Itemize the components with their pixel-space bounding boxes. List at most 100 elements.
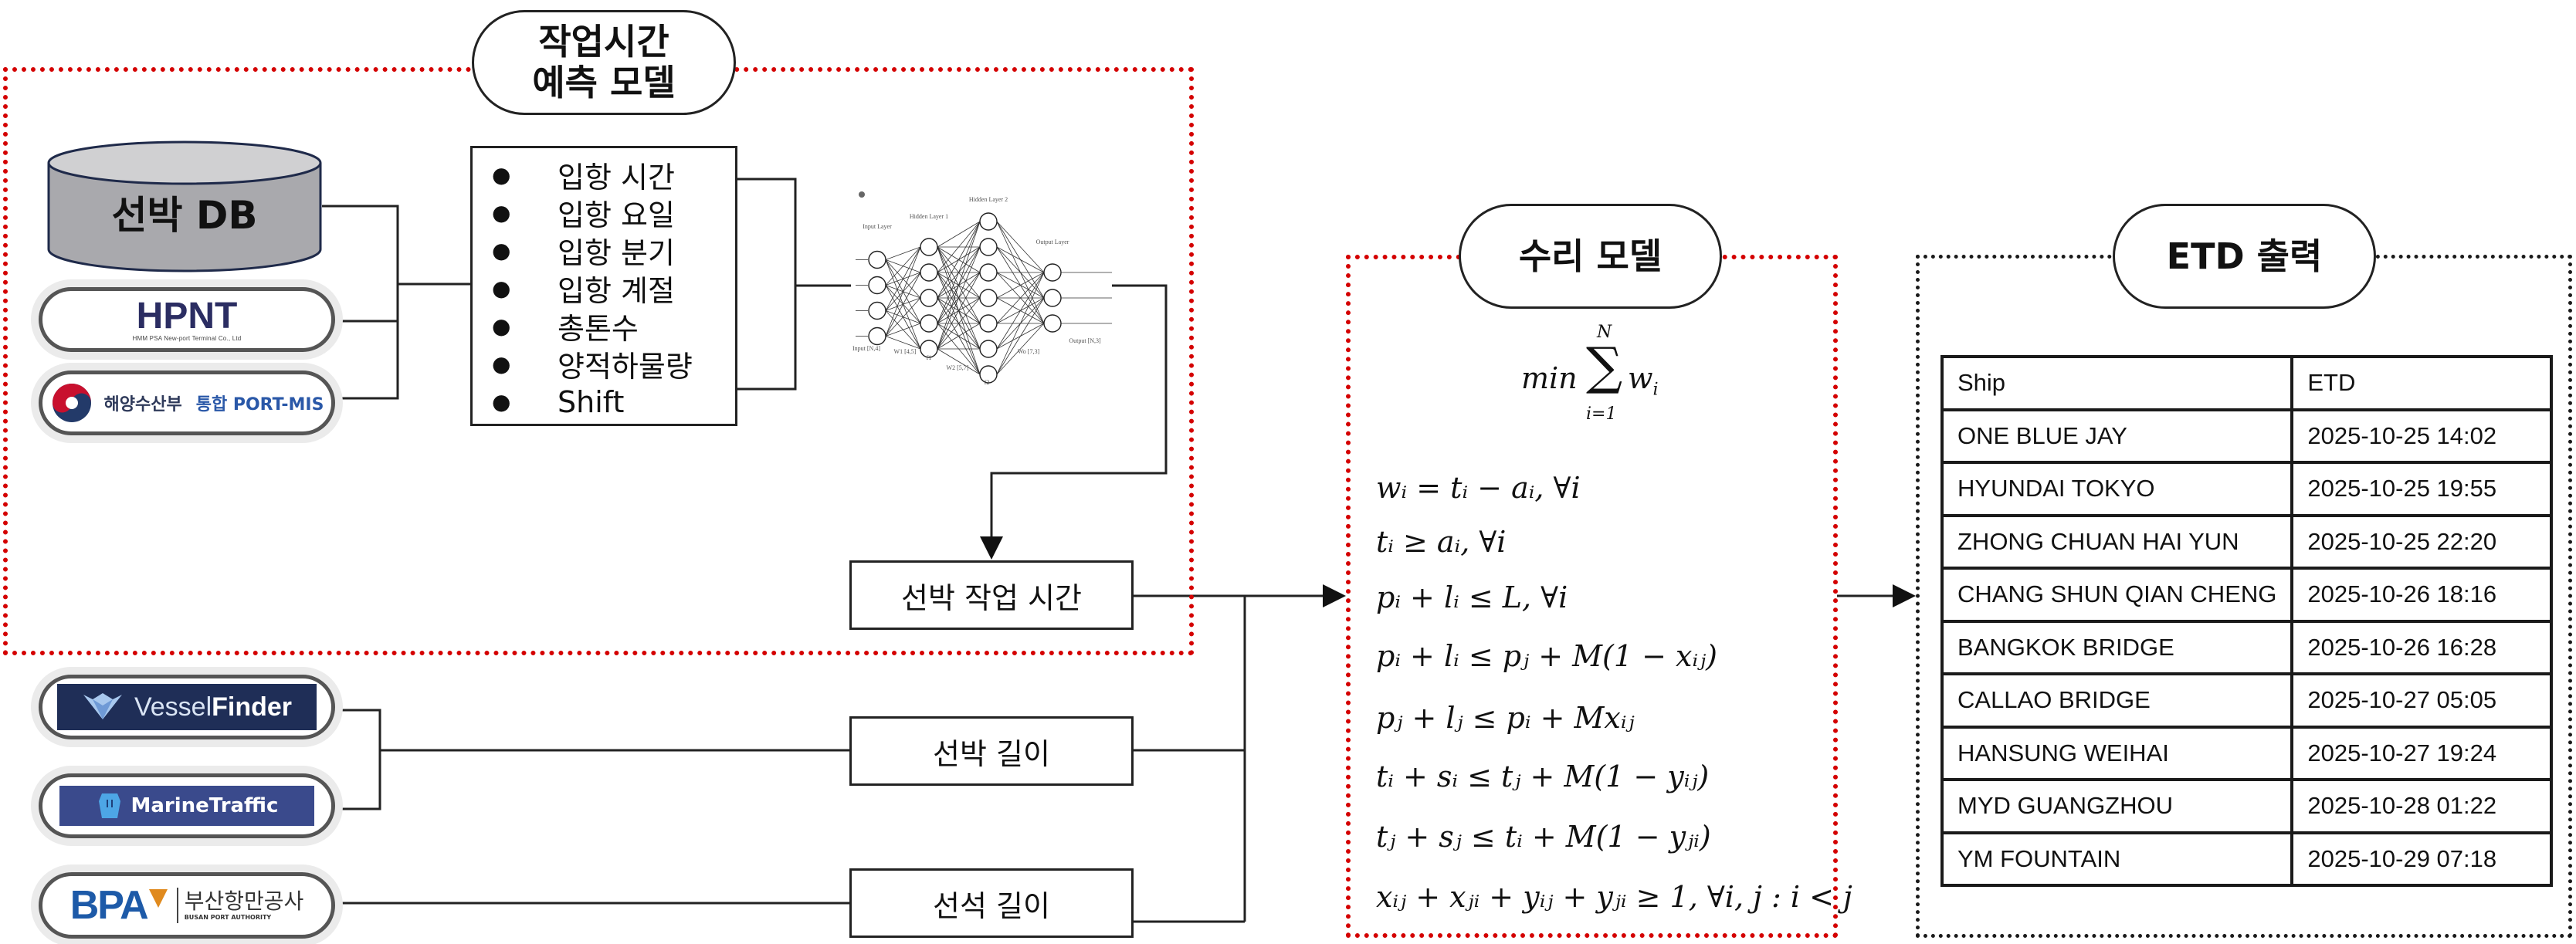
nn-edge: [937, 221, 981, 299]
nn-wo-label: Wo [7,3]: [1018, 348, 1040, 355]
bpa-source: BPA 부산항만공사 BUSAN PORT AUTHORITY: [39, 872, 335, 939]
constraint-6: tᵢ + sᵢ ≤ tⱼ + M(1 − yᵢⱼ): [1376, 760, 1710, 793]
nn-edge: [937, 246, 981, 350]
feature-list: ●입항 시간 ●입항 요일 ●입항 분기 ●입항 계절 ●총톤수 ●양적하물량 …: [470, 146, 737, 426]
nn-edge: [885, 297, 921, 337]
nn-edge: [996, 272, 1045, 299]
objective-sum-lower: i=1: [1586, 404, 1617, 424]
nn-node: [868, 276, 886, 295]
nn-edge: [885, 246, 921, 260]
ship-work-time-box: 선박 작업 시간: [849, 560, 1134, 630]
objective-min: min: [1521, 361, 1578, 395]
constraint-2: tᵢ ≥ aᵢ, ∀i: [1376, 525, 1507, 559]
nn-edge: [885, 323, 921, 337]
etd-cell: 2025-10-27 19:24: [2290, 725, 2554, 781]
ship-length-label: 선박 길이: [933, 736, 1050, 771]
ship-db-label: 선박 DB: [111, 193, 258, 238]
nn-node: [868, 301, 886, 320]
column-header-ship: Ship: [1940, 355, 2294, 411]
feature-item: ●입항 요일: [473, 194, 735, 232]
nn-edge: [937, 221, 981, 324]
constraint-4: pᵢ + lᵢ ≤ pⱼ + M(1 − xᵢⱼ): [1376, 639, 1717, 673]
ship-name-cell: YM FOUNTAIN: [1940, 831, 2294, 887]
feature-item: ●입항 계절: [473, 269, 735, 308]
nn-output-shape-label: Output [N,3]: [1069, 337, 1101, 344]
nn-node: [1043, 314, 1062, 333]
ship-db-cylinder: 선박 DB: [46, 140, 323, 272]
nn-edge: [996, 246, 1045, 273]
etd-cell: 2025-10-25 22:20: [2290, 513, 2554, 570]
nn-edge: [937, 323, 981, 350]
nn-edge: [996, 323, 1045, 375]
nn-edge: [937, 348, 981, 375]
bullet-icon: ●: [492, 162, 511, 188]
nn-edge: [996, 221, 1045, 273]
constraint-3: pᵢ + lᵢ ≤ L, ∀i: [1376, 580, 1568, 614]
ship-name-cell: CALLAO BRIDGE: [1940, 672, 2294, 729]
constraint-1: wᵢ = tᵢ − aᵢ, ∀i: [1376, 471, 1581, 505]
column-header-etd: ETD: [2290, 355, 2554, 411]
etd-output-title-text: ETD 출력: [2166, 235, 2323, 277]
korea-gov-emblem-icon: [52, 384, 91, 422]
ship-name-cell: CHANG SHUN QIAN CHENG: [1940, 567, 2294, 623]
ship-name-cell: ZHONG CHUAN HAI YUN: [1940, 513, 2294, 570]
ship-name-cell: ONE BLUE JAY: [1940, 408, 2294, 464]
nn-node: [868, 250, 886, 269]
nn-node: [979, 238, 998, 256]
nn-edge: [885, 336, 921, 350]
nn-node: [1043, 263, 1062, 282]
math-model-title: 수리 모델: [1459, 204, 1722, 309]
nn-f1-label: f1: [927, 354, 932, 361]
nn-edge: [885, 246, 921, 337]
objective-term: wi: [1628, 361, 1659, 400]
marinetraffic-logo: MarineTraffic: [59, 786, 314, 826]
bullet-icon: ●: [492, 389, 511, 414]
vesselfinder-brand-part1: Vessel: [134, 692, 212, 722]
feature-item: ●총톤수: [473, 307, 735, 346]
prediction-model-title: 작업시간 예측 모델: [472, 10, 736, 115]
math-model-title-text: 수리 모델: [1518, 235, 1663, 277]
nn-node: [920, 314, 938, 333]
feature-item: ●입항 분기: [473, 232, 735, 270]
nn-edge: [937, 221, 981, 350]
neural-network-diagram: Input Layer Hidden Layer 1 Hidden Layer …: [852, 191, 1112, 386]
bpa-divider: [176, 888, 178, 923]
bpa-english-name: BUSAN PORT AUTHORITY: [184, 913, 272, 921]
nn-node: [920, 238, 938, 256]
nn-input-layer-label: Input Layer: [863, 223, 892, 230]
bullet-icon: ●: [492, 313, 511, 339]
etd-cell: 2025-10-26 16:28: [2290, 619, 2554, 675]
vesselfinder-brand-part2: Finder: [212, 692, 293, 722]
nn-panel-marker-icon: [859, 191, 865, 198]
nn-edge: [937, 221, 981, 273]
nn-hidden2-label: Hidden Layer 2: [969, 196, 1008, 203]
objective-sum-upper: N: [1597, 323, 1612, 342]
portmis-system: 통합 PORT-MIS: [195, 395, 324, 414]
prediction-title-line2: 예측 모델: [532, 62, 676, 103]
nn-edge: [996, 272, 1045, 324]
constraint-5: pⱼ + lⱼ ≤ pᵢ + Mxᵢⱼ: [1376, 701, 1635, 735]
ship-work-time-label: 선박 작업 시간: [901, 580, 1082, 615]
bpa-korean-name: 부산항만공사: [184, 888, 304, 915]
bullet-icon: ●: [492, 238, 511, 263]
ship-name-cell: HANSUNG WEIHAI: [1940, 725, 2294, 781]
nn-node: [1043, 289, 1062, 307]
berth-length-label: 선석 길이: [933, 888, 1050, 923]
etd-cell: 2025-10-28 01:22: [2290, 778, 2554, 834]
marinetraffic-source: MarineTraffic: [39, 773, 335, 838]
nn-node: [920, 340, 938, 358]
sigma-icon: ∑: [1586, 337, 1623, 396]
feature-item: ●Shift: [473, 383, 735, 421]
berth-length-box: 선석 길이: [849, 868, 1134, 938]
port-mis-source: 해양수산부 통합 PORT-MIS: [39, 370, 335, 435]
